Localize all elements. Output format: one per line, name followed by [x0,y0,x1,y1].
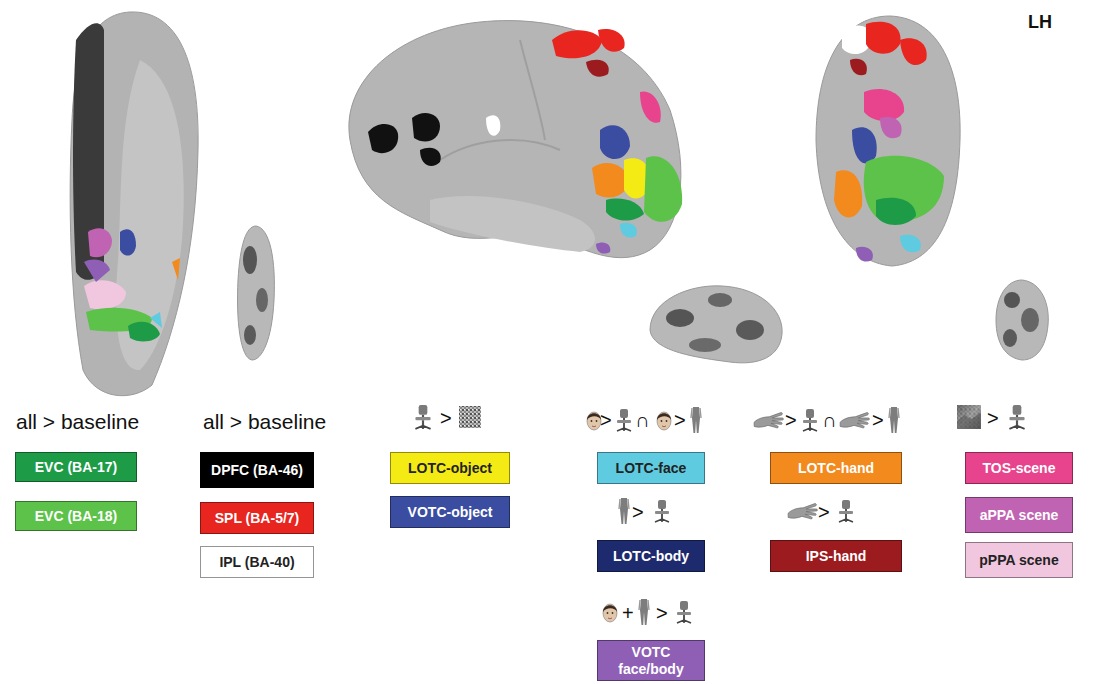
legend-text: aPPA scene [980,507,1059,523]
contrast-operator: > [872,410,884,430]
legend-text: VOTC-object [408,504,493,520]
contrast-operator: > [785,410,797,430]
contrast-operator: > [440,408,452,428]
posterior-view [816,16,960,266]
legend-swatch: VOTC face/body [597,640,705,681]
contrast-operator: + [622,603,634,623]
legend-text: EVC (BA-18) [35,508,117,524]
legend-swatch: LOTC-body [597,540,705,572]
contrast-operator: ∩ [822,410,836,430]
legend-text: DPFC (BA-46) [211,462,303,478]
legend-text: IPL (BA-40) [219,554,294,570]
contrast-operator: ∩ [635,410,649,430]
small-posterior-view [996,280,1048,360]
contrast-operator: > [656,603,668,623]
small-ventral-view [238,226,275,360]
hemisphere-label: LH [1028,13,1052,31]
legend-text: IPS-hand [806,548,867,564]
legend-swatch: TOS-scene [965,452,1073,484]
legend-swatch: VOTC-object [390,496,510,528]
contrast-operator: > [987,408,999,428]
legend-swatch: pPPA scene [965,542,1073,578]
legend-swatch: IPL (BA-40) [200,546,314,578]
legend-swatch: LOTC-hand [770,452,902,484]
legend-text: pPPA scene [979,552,1058,568]
legend-swatch: EVC (BA-17) [15,452,137,482]
legend-swatch: DPFC (BA-46) [200,452,314,488]
legend-text: VOTC face/body [604,644,698,676]
legend-text: LOTC-object [408,460,492,476]
ventral-view [70,12,198,396]
legend-text: LOTC-face [616,460,687,476]
legend-swatch: LOTC-face [597,452,705,484]
legend-swatch: aPPA scene [965,497,1073,533]
contrast-operator: > [674,410,686,430]
legend-text: EVC (BA-17) [35,459,117,475]
legend-text: LOTC-body [613,548,689,564]
lateral-view [349,21,682,258]
legend-swatch: EVC (BA-18) [15,501,137,531]
legend-text: LOTC-hand [798,460,874,476]
small-lateral-view [650,286,782,363]
legend-swatch: SPL (BA-5/7) [200,502,314,534]
legend-swatch: LOTC-object [390,452,510,484]
legend-swatch: IPS-hand [770,540,902,572]
legend-text: TOS-scene [983,460,1056,476]
legend-text: SPL (BA-5/7) [215,510,300,526]
contrast-heading: all > baseline [16,411,139,432]
contrast-operator: > [600,410,612,430]
contrast-heading: all > baseline [203,411,326,432]
contrast-operator: > [818,502,830,522]
contrast-operator: > [632,502,644,522]
